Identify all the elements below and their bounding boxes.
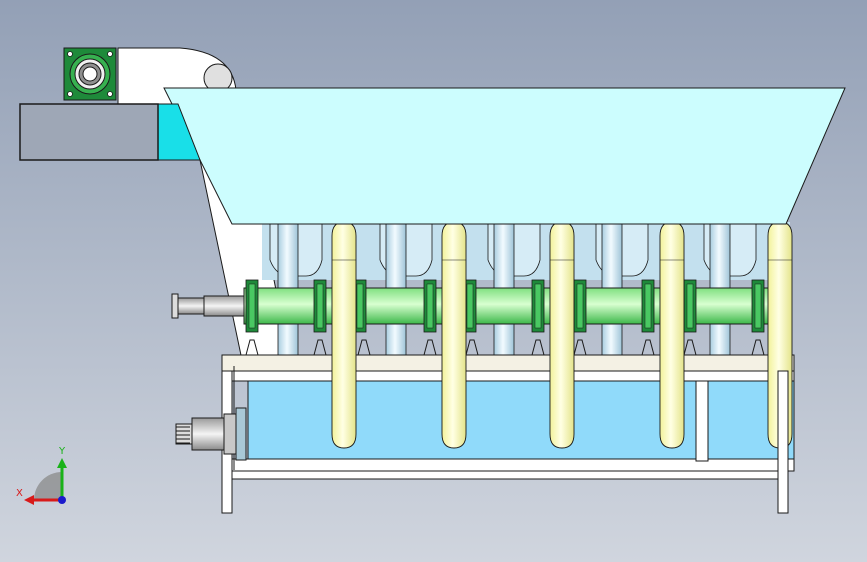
tank	[221, 354, 795, 472]
shaft-flange	[313, 279, 327, 333]
triad-y-arrow	[57, 458, 67, 468]
shaft-flange	[683, 279, 697, 333]
triad-z-axis	[58, 496, 66, 504]
shaft-flange	[353, 279, 367, 333]
stirrer-blade	[573, 339, 587, 356]
yellow-u-tube	[659, 221, 685, 449]
shaft-flange	[573, 279, 587, 333]
stirrer-blades	[245, 339, 765, 356]
feed-hopper	[163, 87, 846, 225]
yellow-u-tube	[549, 221, 575, 449]
stirrer-blade	[531, 339, 545, 356]
yellow-u-tube	[331, 221, 357, 449]
stirrer-blade	[357, 339, 371, 356]
shaft-flange	[751, 279, 765, 333]
triad-y-label: Y	[58, 446, 66, 457]
stirrer-blade	[313, 339, 327, 356]
shaft-flange	[423, 279, 437, 333]
stirrer-blade	[245, 339, 259, 356]
shaft-flange	[463, 279, 477, 333]
stirrer-blade	[641, 339, 655, 356]
triad-x-arrow	[24, 495, 34, 505]
stirrer-blade	[683, 339, 697, 356]
shaft-flange	[641, 279, 655, 333]
shaft-flange	[531, 279, 545, 333]
bearing-block	[63, 47, 117, 101]
triad-x-label: X	[16, 488, 23, 499]
shaft-flange	[245, 279, 259, 333]
stirrer-blade	[751, 339, 765, 356]
inlet-box	[19, 103, 159, 161]
pump-motor	[175, 407, 247, 461]
triad-shadow	[34, 472, 62, 500]
stirrer-blade	[465, 339, 479, 356]
yellow-u-tube	[441, 221, 467, 449]
shaft-flanges	[245, 279, 765, 333]
tank-water	[247, 380, 795, 460]
stirrer-blade	[423, 339, 437, 356]
axis-triad[interactable]: Y X	[16, 446, 67, 505]
